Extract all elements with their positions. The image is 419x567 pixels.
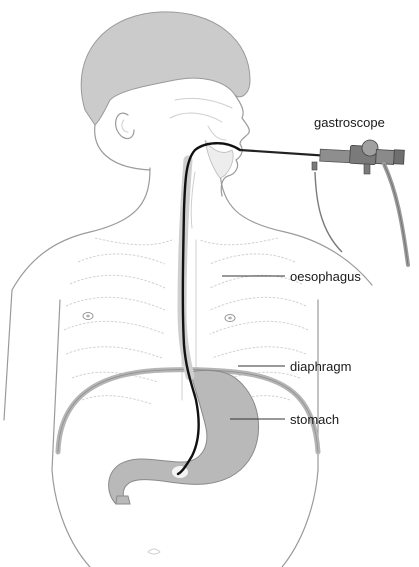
hair [81, 12, 250, 125]
stomach [109, 371, 259, 505]
nipples [83, 313, 235, 322]
label-oesophagus: oesophagus [290, 269, 361, 284]
label-diaphragm: diaphragm [290, 359, 351, 374]
diaphragm [58, 370, 318, 452]
label-stomach: stomach [290, 412, 339, 427]
label-gastroscope: gastroscope [314, 115, 385, 130]
